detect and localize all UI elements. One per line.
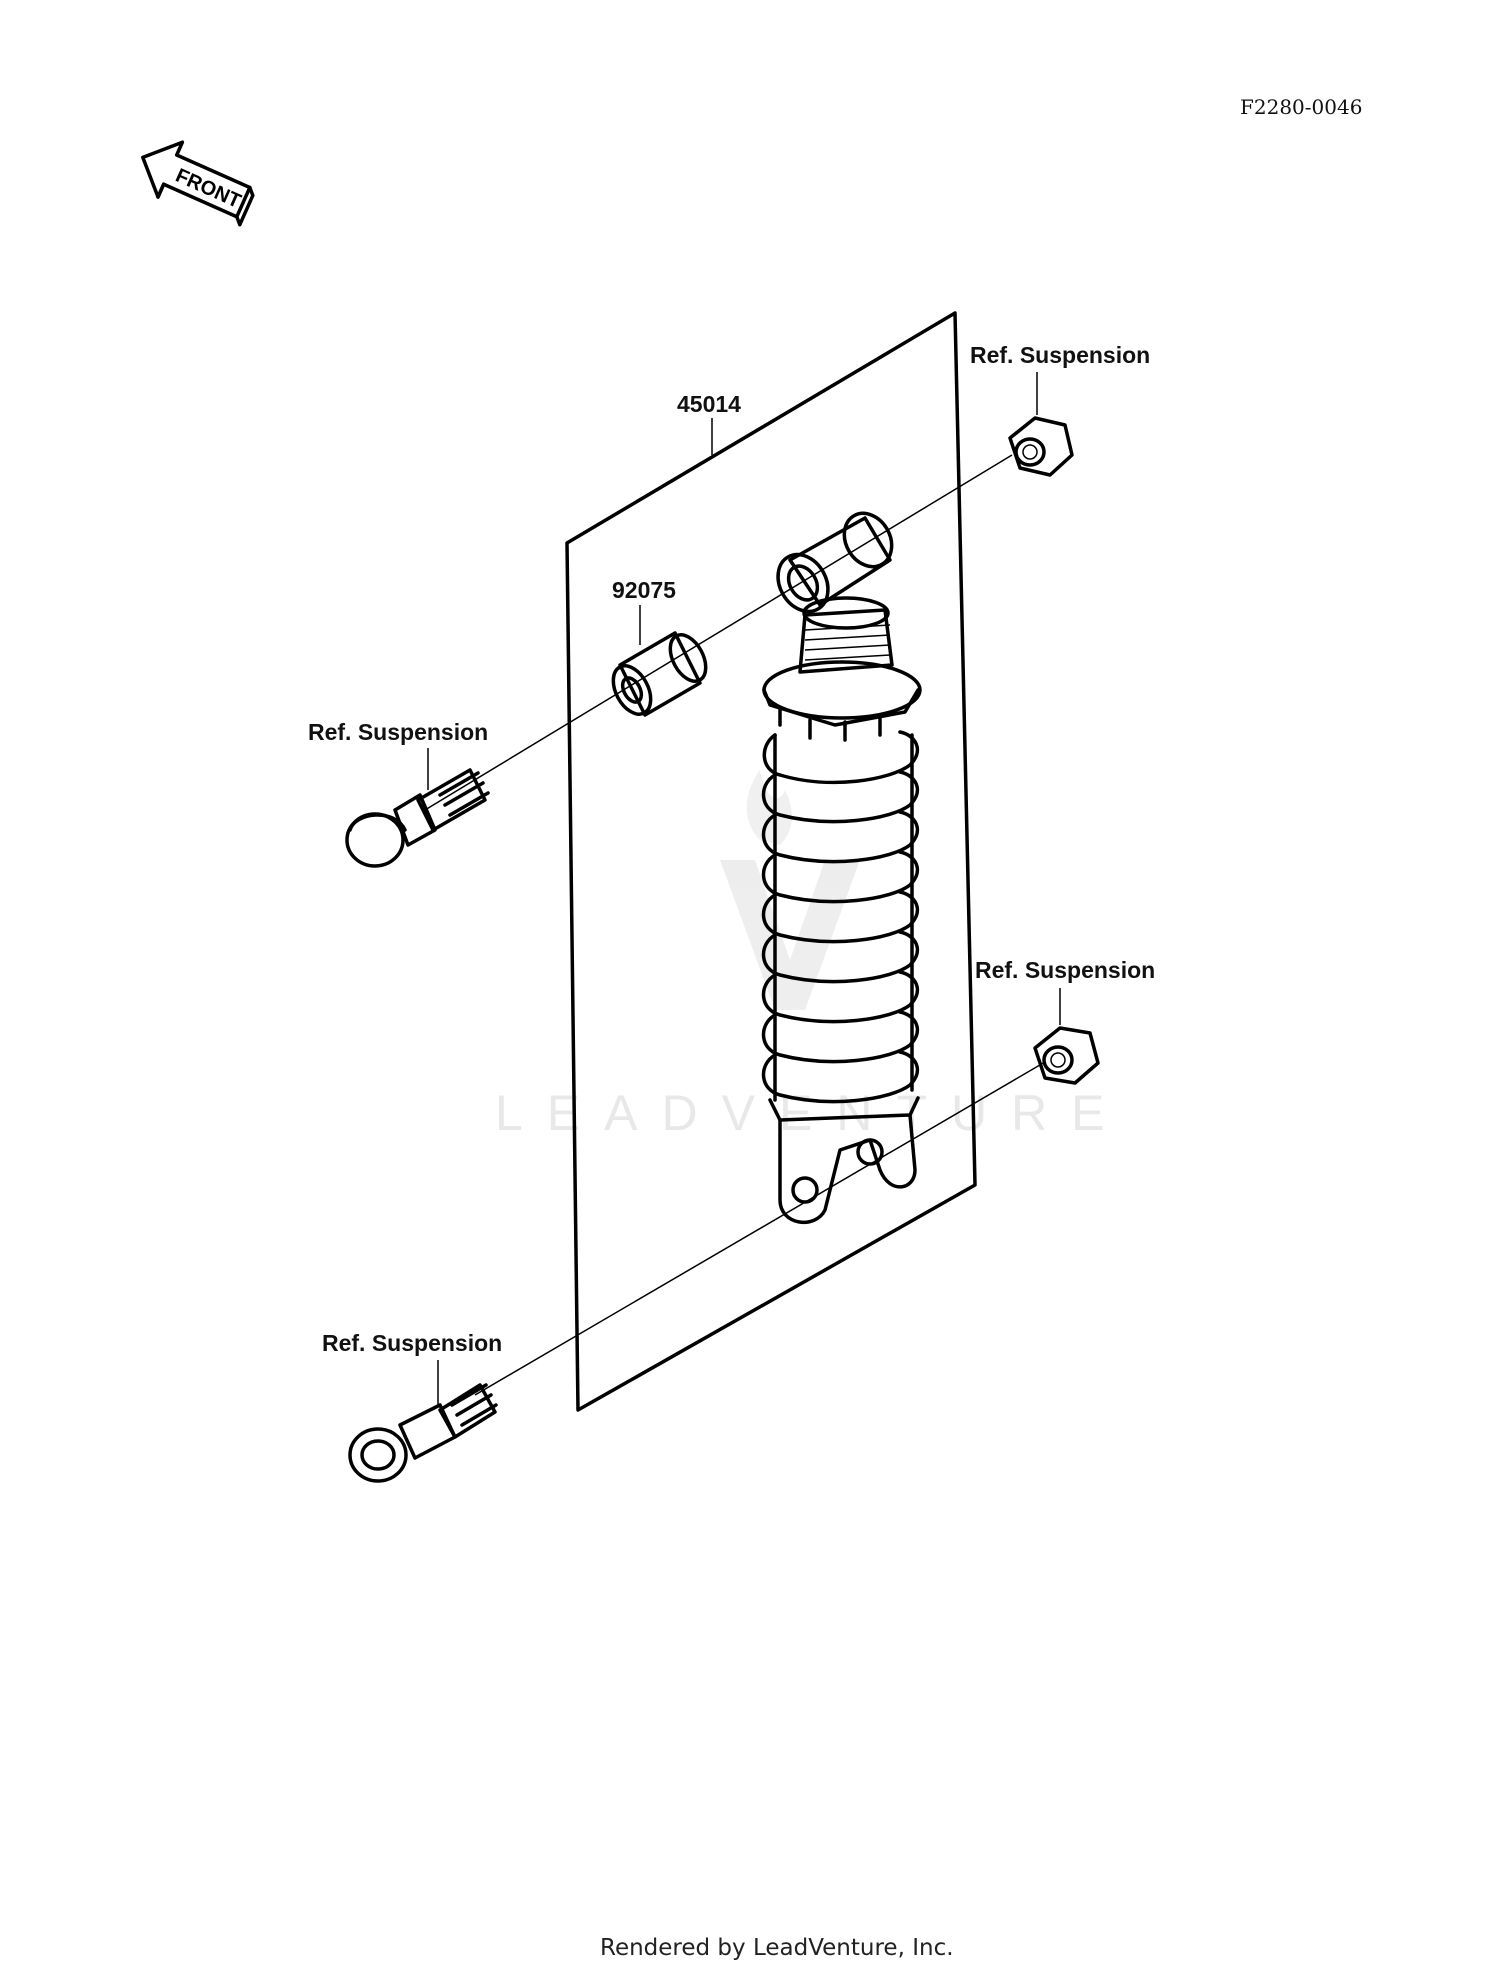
assembly-panel — [565, 311, 977, 1412]
label-45014: 45014 — [677, 391, 741, 417]
label-ref-bolt-top: Ref. Suspension — [308, 719, 488, 745]
diagram-code: F2280-0046 — [1240, 95, 1362, 119]
bolt-bottom — [348, 1383, 498, 1483]
watermark-logo: LEADVENTURE — [495, 770, 1129, 1141]
nut-top — [1008, 416, 1074, 477]
coil-spring — [761, 730, 920, 1104]
spring-seat — [762, 596, 922, 742]
label-ref-nut-bottom: Ref. Suspension — [975, 957, 1155, 983]
axis-line-bottom — [474, 1061, 1046, 1396]
bolt-top — [345, 768, 490, 868]
collar-92075 — [611, 631, 708, 717]
nut-bottom — [1033, 1026, 1100, 1085]
watermark-text: LEADVENTURE — [495, 1085, 1129, 1141]
upper-eye — [776, 511, 894, 614]
axis-line-top — [424, 454, 1013, 811]
label-ref-nut-top: Ref. Suspension — [970, 342, 1150, 368]
label-ref-bolt-bottom: Ref. Suspension — [322, 1330, 502, 1356]
front-arrow-icon: FRONT — [141, 140, 255, 227]
label-92075: 92075 — [612, 577, 676, 603]
footer-credit: Rendered by LeadVenture, Inc. — [600, 1935, 954, 1961]
